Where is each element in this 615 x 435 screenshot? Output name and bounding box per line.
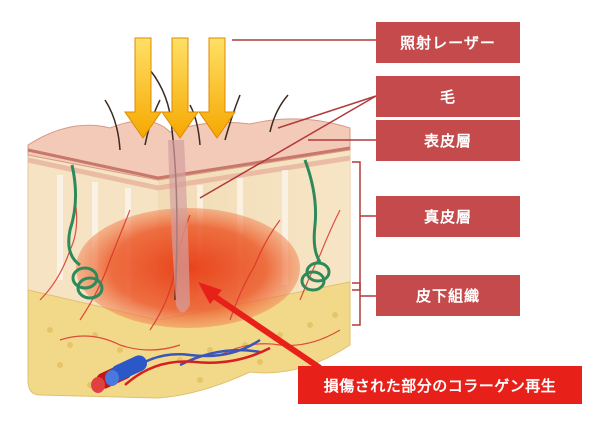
blood-vessel-bundle	[91, 355, 147, 393]
label-hair: 毛	[376, 76, 520, 117]
laser-arrow-1	[124, 37, 162, 139]
subcutaneous-layer	[27, 281, 351, 399]
leader-lines	[199, 39, 377, 326]
fat-dots	[47, 312, 338, 388]
label-dermis: 真皮層	[376, 196, 520, 237]
laser-arrow-3	[198, 37, 236, 139]
label-epidermis: 表皮層	[376, 120, 520, 161]
label-subcutaneous: 皮下組織	[376, 275, 520, 316]
epidermis-inner	[27, 155, 351, 191]
epidermis-edge	[27, 146, 351, 180]
hair-follicle	[168, 140, 190, 313]
sweat-gland-left	[67, 164, 104, 300]
arteries	[124, 346, 271, 386]
pointer-arrow	[198, 282, 322, 371]
callout-collagen-regeneration: 損傷された部分のコラーゲン再生	[298, 366, 582, 404]
sweat-gland-right	[300, 159, 331, 292]
laser-arrow-2	[161, 37, 199, 139]
laser-arrows	[124, 37, 236, 139]
label-laser-irradiation: 照射レーザー	[376, 22, 520, 63]
